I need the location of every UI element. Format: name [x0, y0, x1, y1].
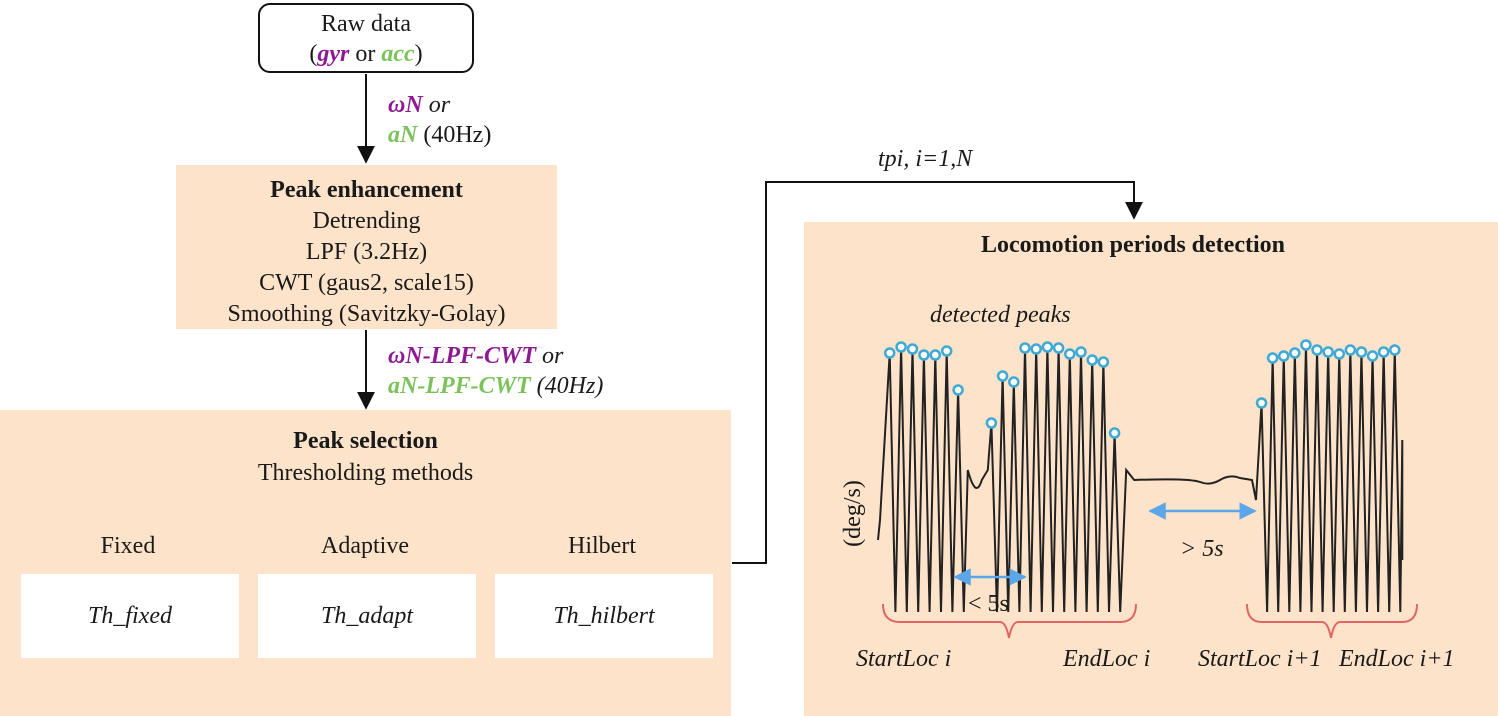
- locomotion-title: Locomotion periods detection: [981, 232, 1285, 258]
- arrow2-freq: (40Hz): [530, 373, 604, 399]
- th-adapt-card: Th_adapt: [258, 574, 476, 658]
- detected-peaks-label: detected peaks: [930, 302, 1071, 328]
- peak-marker: [985, 417, 998, 429]
- brace-period-i1: [1246, 603, 1418, 639]
- arrow1-freq: (40Hz): [417, 122, 492, 148]
- peak-marker: [952, 384, 964, 396]
- th-hilbert-card: Th_hilbert: [495, 574, 713, 658]
- peak-marker: [1008, 376, 1020, 388]
- arrow1-or: or: [422, 92, 451, 118]
- peak-marker: [1097, 356, 1110, 368]
- peak-marker: [1300, 339, 1312, 351]
- peak-marker: [1019, 342, 1031, 354]
- raw-data-title: Raw data: [321, 11, 411, 37]
- peak-selection-header: Peak selection Thresholding methods: [0, 425, 731, 489]
- end-loc-i1: EndLoc i+1: [1339, 646, 1455, 672]
- end-loc-i: EndLoc i: [1063, 646, 1151, 672]
- peak-marker: [1344, 344, 1357, 356]
- peak-marker: [1377, 346, 1390, 358]
- connector-selection-to-locomotion: [732, 181, 1143, 564]
- peak-selection-box: [0, 410, 731, 716]
- th-adapt-text: Th_adapt: [320, 602, 413, 629]
- peak-marker: [1289, 347, 1301, 359]
- omega-n: ωN: [388, 92, 423, 118]
- peak-marker: [1322, 346, 1334, 358]
- peak-marker: [1064, 348, 1076, 360]
- th-fixed-card: Th_fixed: [21, 574, 239, 658]
- start-loc-i: StartLoc i: [856, 646, 952, 672]
- step-lpf: LPF (3.2Hz): [305, 239, 428, 265]
- method-adaptive-label: Adaptive: [321, 533, 409, 559]
- peak-marker: [1030, 343, 1042, 355]
- peak-marker: [1366, 350, 1379, 362]
- peak-marker: [895, 341, 907, 353]
- peak-marker: [1086, 354, 1098, 366]
- gap-short-label: < 5s: [968, 591, 1009, 617]
- or-label: or: [349, 41, 382, 67]
- th-hilbert-text: Th_hilbert: [553, 602, 655, 629]
- locomotion-box: [804, 222, 1498, 716]
- method-fixed-label: Fixed: [100, 533, 156, 559]
- connector-label: tpi, i=1,N: [878, 146, 973, 172]
- peak-selection-title: Peak selection: [293, 428, 438, 454]
- peak-marker: [996, 370, 1009, 382]
- peak-marker: [1266, 352, 1279, 364]
- a-n: aN: [388, 122, 418, 148]
- peak-marker: [1333, 348, 1345, 360]
- peak-marker: [906, 343, 919, 355]
- gap-long-label: > 5s: [1180, 536, 1224, 562]
- peak-selection-subtitle: Thresholding methods: [257, 460, 474, 486]
- omega-cwt: ωN-LPF-CWT: [388, 343, 537, 369]
- brace-period-i: [882, 603, 1137, 639]
- arrow2-or: or: [536, 343, 564, 369]
- peak-marker: [1052, 342, 1065, 354]
- peak-marker: [1108, 427, 1121, 439]
- peak-markers: [883, 339, 1401, 439]
- peak-marker: [929, 349, 942, 361]
- peak-marker: [1311, 344, 1323, 356]
- acc-label: acc: [381, 41, 415, 67]
- step-cwt: CWT (gaus2, scale15): [259, 270, 474, 296]
- method-hilbert-label: Hilbert: [568, 533, 636, 559]
- peak-marker: [1255, 397, 1268, 409]
- raw-data-box: Raw data (gyr or acc): [258, 3, 474, 73]
- peak-enhancement-box: Peak enhancement Detrending LPF (3.2Hz) …: [176, 165, 557, 329]
- arrow1-label: ωN or aN (40Hz): [388, 90, 491, 150]
- peak-marker: [1041, 341, 1054, 353]
- raw-data-sources: (gyr or acc): [260, 39, 472, 69]
- peak-marker: [883, 347, 896, 359]
- arrow2-label: ωN-LPF-CWT or aN-LPF-CWT (40Hz): [388, 341, 603, 401]
- peak-marker: [1278, 350, 1290, 362]
- paren-close: ): [414, 41, 423, 67]
- peak-marker: [1355, 346, 1368, 358]
- peak-marker: [940, 345, 953, 357]
- gyr-label: gyr: [317, 41, 350, 67]
- paren-open: (: [309, 41, 318, 67]
- peak-marker: [1389, 344, 1401, 356]
- peak-marker: [918, 349, 930, 361]
- peak-marker: [1075, 346, 1087, 358]
- th-fixed-text: Th_fixed: [88, 602, 172, 629]
- step-smoothing: Smoothing (Savitzky-Golay): [227, 301, 506, 327]
- a-cwt: aN-LPF-CWT: [388, 373, 531, 399]
- step-detrending: Detrending: [312, 208, 421, 234]
- start-loc-i1: StartLoc i+1: [1198, 646, 1322, 672]
- peak-enhancement-title: Peak enhancement: [270, 177, 463, 203]
